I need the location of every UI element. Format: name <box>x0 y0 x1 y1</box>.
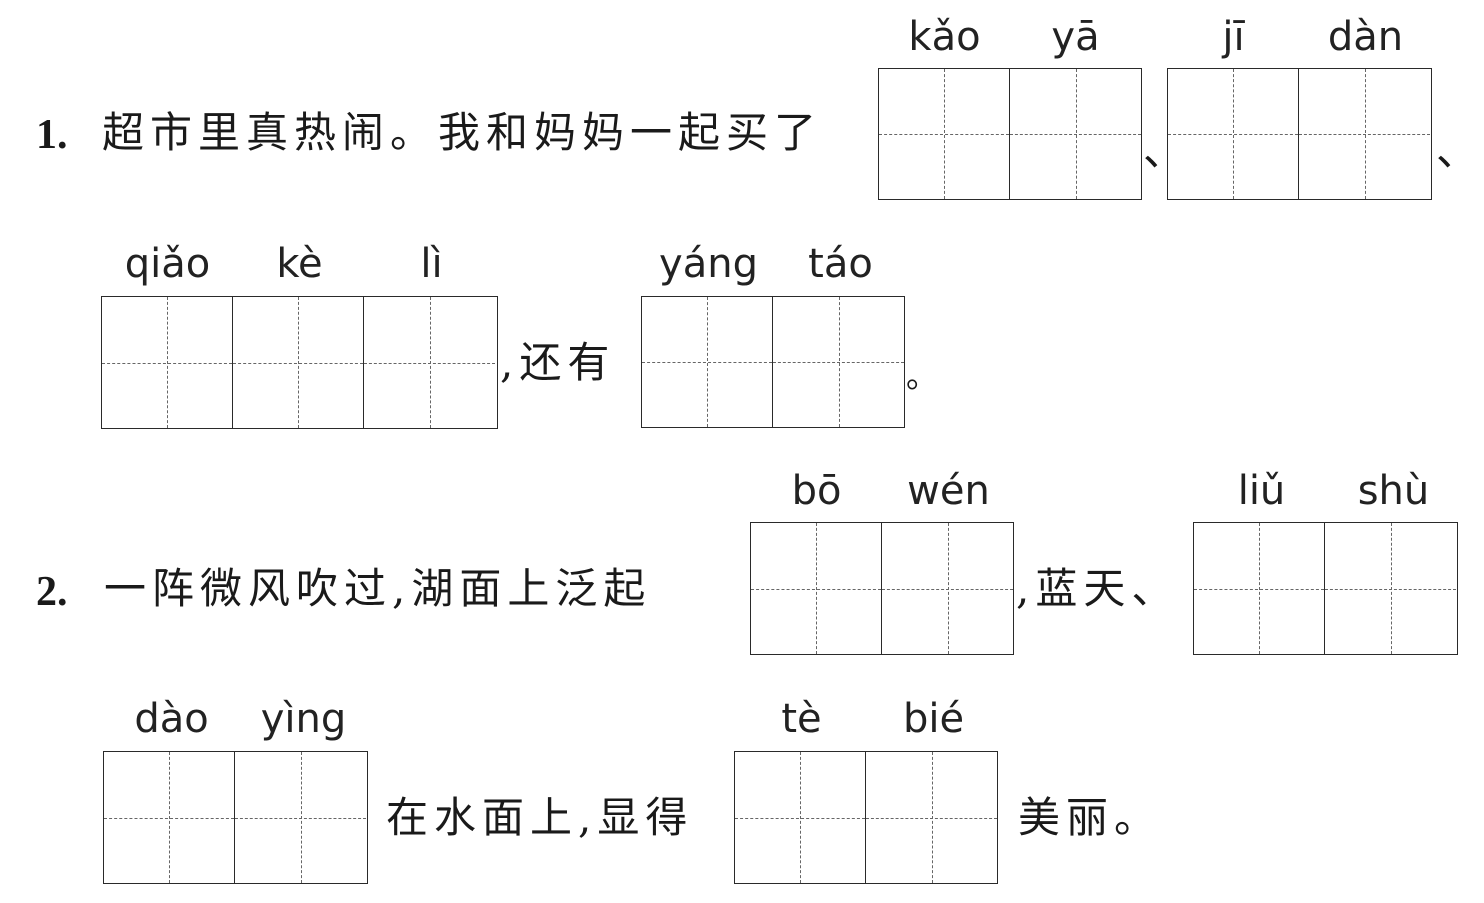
answer-blank[interactable] <box>878 68 1142 200</box>
answer-blank[interactable] <box>101 296 498 429</box>
writing-cell[interactable] <box>882 523 1013 654</box>
writing-cell[interactable] <box>233 297 364 428</box>
answer-blank[interactable] <box>1167 68 1432 200</box>
writing-cell[interactable] <box>104 752 235 883</box>
writing-cell[interactable] <box>773 297 904 427</box>
pinyin-label: bō <box>791 468 842 514</box>
writing-cell[interactable] <box>879 69 1010 199</box>
answer-blank[interactable] <box>103 751 368 884</box>
pinyin-label: yáng <box>659 241 758 287</box>
question-text: ,还有 <box>500 338 616 387</box>
answer-blank[interactable] <box>641 296 905 428</box>
answer-blank[interactable] <box>750 522 1014 655</box>
writing-cell[interactable] <box>235 752 366 883</box>
writing-cell[interactable] <box>735 752 866 883</box>
writing-cell[interactable] <box>102 297 233 428</box>
writing-cell[interactable] <box>866 752 997 883</box>
pinyin-label: kǎo <box>908 14 981 60</box>
question-text: ,蓝天、 <box>1016 564 1180 613</box>
pinyin-label: kè <box>276 241 323 287</box>
writing-cell[interactable] <box>1010 69 1141 199</box>
pinyin-label: yìng <box>260 696 347 742</box>
pinyin-label: tè <box>781 696 822 742</box>
writing-cell[interactable] <box>642 297 773 427</box>
question-number: 1. <box>36 112 68 158</box>
question-text: 美丽。 <box>1018 793 1163 842</box>
pinyin-label: dàn <box>1327 14 1404 60</box>
question-text: 一阵微风吹过,湖面上泛起 <box>104 564 652 613</box>
writing-cell[interactable] <box>1325 523 1456 654</box>
writing-cell[interactable] <box>364 297 495 428</box>
pinyin-label: liǔ <box>1237 468 1286 514</box>
question-text: 在水面上,显得 <box>386 793 694 842</box>
writing-cell[interactable] <box>1299 69 1430 199</box>
pinyin-label: táo <box>808 241 873 287</box>
question-text: 超市里真热闹。我和妈妈一起买了 <box>102 108 823 157</box>
pinyin-label: shù <box>1357 468 1430 514</box>
writing-cell[interactable] <box>751 523 882 654</box>
question-number: 2. <box>36 569 68 615</box>
answer-blank[interactable] <box>734 751 998 884</box>
writing-cell[interactable] <box>1168 69 1299 199</box>
end-mark: 。 <box>906 357 945 395</box>
pinyin-label: yā <box>1051 14 1100 60</box>
separator: 、 <box>1436 126 1484 175</box>
pinyin-label: bié <box>902 696 965 742</box>
pinyin-label: dào <box>134 696 209 742</box>
pinyin-label: qiǎo <box>124 241 211 287</box>
pinyin-label: lì <box>420 241 443 287</box>
pinyin-label: wén <box>907 468 990 514</box>
writing-cell[interactable] <box>1194 523 1325 654</box>
answer-blank[interactable] <box>1193 522 1458 655</box>
pinyin-label: jī <box>1222 14 1245 60</box>
